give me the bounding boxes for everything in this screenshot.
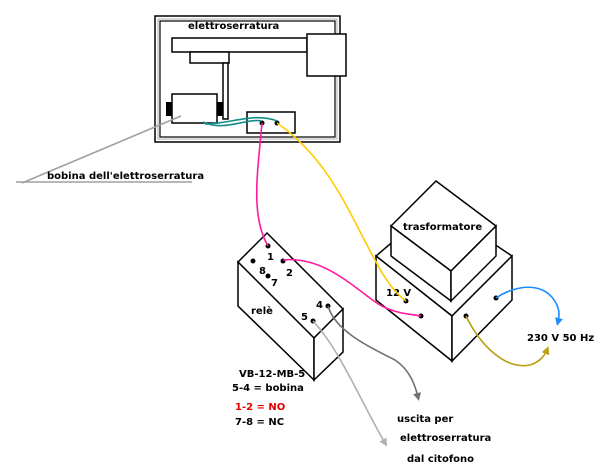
output-label-line1: uscita per <box>397 414 453 425</box>
teal-wire-2 <box>204 116 278 125</box>
coil-label: bobina dell'elettroserratura <box>47 171 204 182</box>
relay-pin-1-label: 1 <box>267 252 274 263</box>
transformer-top-side <box>450 224 497 303</box>
lock-lever <box>189 51 230 64</box>
relay-legend-no: 1-2 = NO <box>235 402 285 413</box>
coil-body <box>171 93 218 124</box>
coil-leader-line <box>21 115 182 184</box>
relay-pin-7 <box>265 273 271 279</box>
lock-bolt-head <box>306 33 347 77</box>
relay-pin-2-label: 2 <box>286 268 293 279</box>
lock-terminal-block <box>246 111 296 134</box>
relay-legend-coil: 5-4 = bobina <box>232 383 304 394</box>
transformer-label: trasformatore <box>403 222 482 233</box>
relay-pin-7-label: 7 <box>271 278 278 289</box>
transformer <box>374 180 514 363</box>
coil-cap-left <box>166 102 172 116</box>
magenta-wire-lock-to-relay <box>255 122 269 247</box>
relay-pin-8 <box>250 258 256 264</box>
relay-pin-8-label: 8 <box>259 266 266 277</box>
light-gray-output-wire <box>312 320 388 447</box>
mains-label: 230 V 50 Hz <box>527 333 594 344</box>
relay-legend-nc: 7-8 = NC <box>235 417 284 428</box>
yellow-wire-lock-to-transformer <box>276 122 407 302</box>
blue-mains-wire <box>495 286 563 326</box>
lock-lever-arm <box>222 62 229 120</box>
olive-mains-wire <box>465 315 550 367</box>
output-label-line2: elettroserratura <box>400 433 491 444</box>
coil-cap-right <box>217 102 223 116</box>
dark-gray-output-wire <box>327 305 421 401</box>
magenta-wire-relay-to-transformer <box>282 258 422 317</box>
output-label-line3: dal citofono <box>407 454 474 465</box>
relay-label: relè <box>251 305 273 317</box>
transformer-base-side <box>451 254 513 363</box>
lock-title: elettroserratura <box>188 21 279 32</box>
relay-pin-4-label: 4 <box>316 300 323 311</box>
lock-enclosure <box>154 15 347 143</box>
relay-model: VB-12-MB-5 <box>239 369 305 380</box>
relay-pin-5-label: 5 <box>301 312 308 323</box>
lock-bolt <box>171 37 308 53</box>
